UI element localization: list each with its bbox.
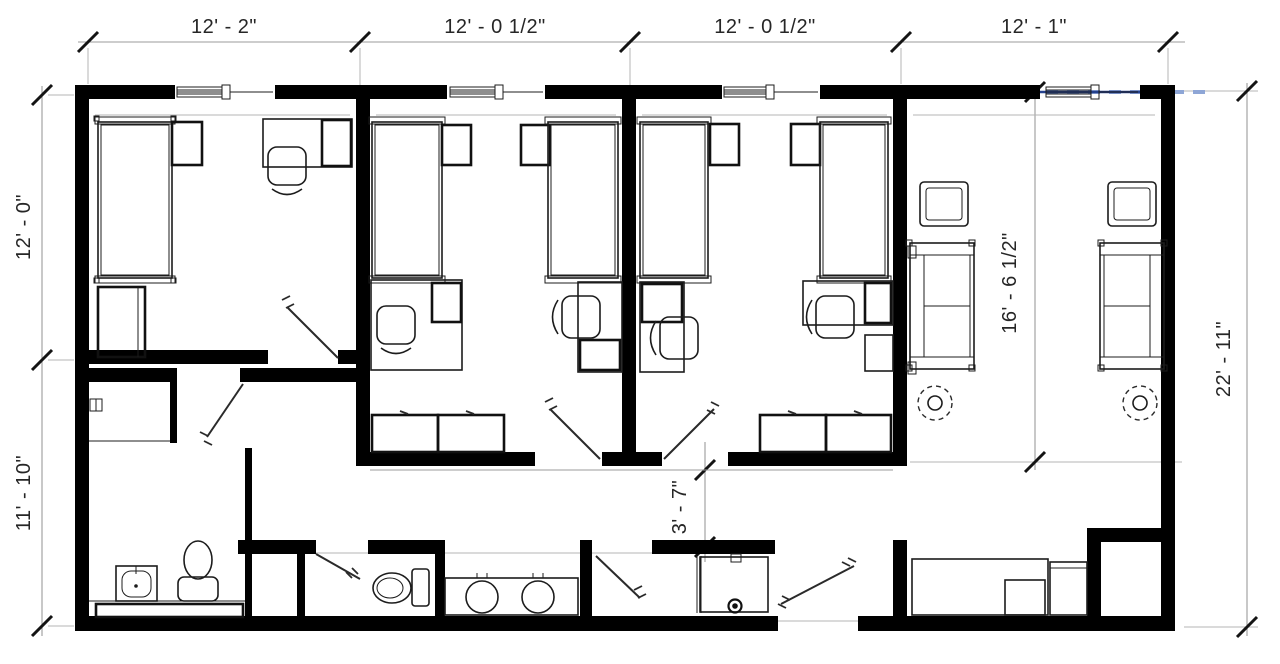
wardrobe-icon xyxy=(370,410,506,454)
shelf-icon xyxy=(708,122,741,167)
desk-icon xyxy=(370,279,463,371)
exterior-door xyxy=(777,557,857,609)
dim-label-top-2: 12' - 0 1/2" xyxy=(444,16,545,38)
room-1 xyxy=(93,115,353,359)
window-icon xyxy=(1045,84,1138,100)
dim-label-left-2: 11' - 10" xyxy=(13,455,35,531)
left-bathroom xyxy=(89,383,245,619)
shelf-icon xyxy=(440,123,473,167)
toilet-room xyxy=(315,553,430,607)
desk-chair-icon xyxy=(267,146,307,196)
window-icon xyxy=(449,84,543,100)
lounge xyxy=(905,181,1168,421)
vanity-sink-icon xyxy=(521,573,555,614)
sofa-icon xyxy=(1097,239,1168,372)
floor-lamp-icon xyxy=(1122,385,1158,421)
bed-icon xyxy=(93,115,177,284)
door-leaf xyxy=(595,555,647,599)
desk-icon xyxy=(262,118,353,168)
dimension-top: 12' - 2" 12' - 0 1/2" 12' - 0 1/2" 12' -… xyxy=(76,16,1185,98)
window-icon xyxy=(176,84,273,100)
interior-walls xyxy=(89,99,1161,617)
appliance-icon xyxy=(1049,561,1088,616)
vanity-sink-icon xyxy=(465,573,499,614)
dim-label-top-3: 12' - 0 1/2" xyxy=(714,16,815,38)
room-2 xyxy=(368,116,623,460)
windows xyxy=(176,84,1138,100)
exterior-walls xyxy=(75,85,1175,631)
wardrobe-icon xyxy=(758,410,893,454)
vanity xyxy=(444,573,579,616)
floor-lamp-icon xyxy=(917,385,953,421)
bed-icon xyxy=(368,116,446,284)
dim-label-right-1: 22' - 11" xyxy=(1213,321,1235,397)
desk-icon xyxy=(639,281,685,373)
shelf-icon xyxy=(789,122,822,167)
kitchenette xyxy=(911,558,1088,616)
wall-fixture-icon xyxy=(907,361,917,375)
bed-icon xyxy=(816,116,892,284)
bench-icon xyxy=(94,602,245,619)
desk-chair-icon xyxy=(376,305,416,355)
dimension-right: 22' - 11" xyxy=(1184,79,1259,639)
door-leaf xyxy=(199,383,244,446)
sofa-icon xyxy=(905,239,976,372)
armchair-icon xyxy=(1107,181,1157,227)
armchair-icon xyxy=(919,181,969,227)
desk-chair-icon xyxy=(649,316,699,360)
shower-icon xyxy=(696,553,769,614)
bed-icon xyxy=(544,116,622,284)
shelf-icon xyxy=(519,123,552,167)
dim-label-interior-1: 16' - 6 1/2" xyxy=(999,232,1021,333)
door-leaf xyxy=(281,295,339,359)
sink-icon xyxy=(115,565,158,602)
wall-device-icon xyxy=(89,398,103,412)
desk-icon xyxy=(802,280,894,372)
door-leaf xyxy=(663,401,720,460)
wardrobe-icon xyxy=(96,285,147,359)
reference-lines xyxy=(89,114,1155,622)
counter-icon xyxy=(911,558,1049,616)
door-leaf xyxy=(544,397,601,460)
appliance-icon xyxy=(1004,579,1046,616)
door-leaf xyxy=(315,553,361,580)
dim-label-left-1: 12' - 0" xyxy=(13,194,35,260)
bed-icon xyxy=(636,116,712,284)
dim-label-top-1: 12' - 2" xyxy=(191,16,257,38)
shower-room xyxy=(595,553,769,614)
shelf-icon xyxy=(170,120,204,167)
dimension-left: 12' - 0" 11' - 10" xyxy=(13,83,74,638)
toilet-icon xyxy=(372,568,430,607)
door-leaf xyxy=(777,557,857,609)
room-3 xyxy=(636,116,894,460)
dim-label-top-4: 12' - 1" xyxy=(1001,16,1067,38)
desk-chair-icon xyxy=(805,295,855,339)
dimension-lounge-interior: 16' - 6 1/2" xyxy=(910,80,1182,474)
shower-drain-icon xyxy=(727,598,743,614)
window-icon xyxy=(723,84,818,100)
dim-label-interior-2: 3' - 7" xyxy=(669,480,691,534)
toilet-icon xyxy=(177,540,219,602)
desk-chair-icon xyxy=(551,295,601,339)
desk-icon xyxy=(577,281,623,373)
